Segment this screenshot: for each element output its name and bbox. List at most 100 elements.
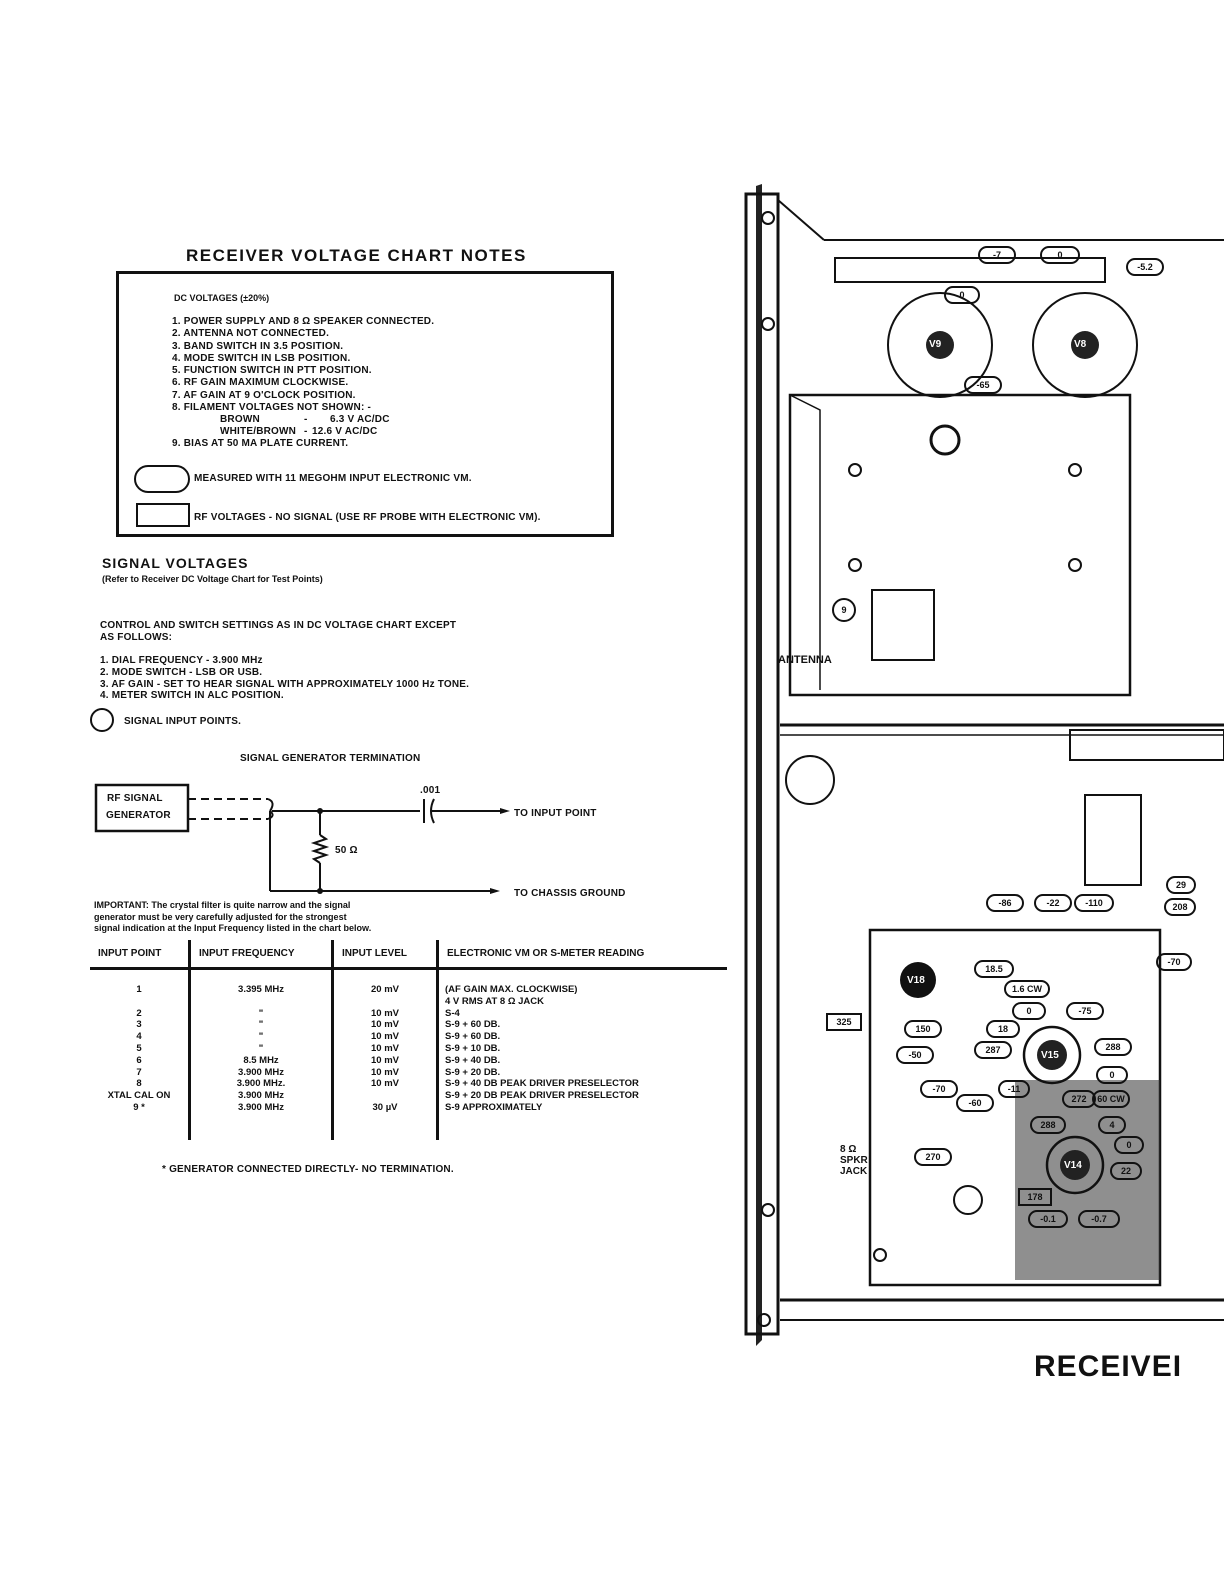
voltage-oval: -60 bbox=[956, 1094, 994, 1112]
generator-label-line1: RF SIGNAL bbox=[107, 793, 163, 804]
notes-box bbox=[116, 271, 614, 537]
voltage-oval: -110 bbox=[1074, 894, 1114, 912]
important-line: signal indication at the Input Frequency… bbox=[94, 923, 372, 933]
voltage-oval: -50 bbox=[896, 1046, 934, 1064]
voltage-oval: -0.1 bbox=[1028, 1210, 1068, 1228]
note-item: 2. ANTENNA NOT CONNECTED. bbox=[172, 328, 330, 340]
tube-socket-v8 bbox=[1032, 292, 1138, 398]
tube-label-v15: V15 bbox=[1041, 1050, 1059, 1061]
control-settings-intro: CONTROL AND SWITCH SETTINGS AS IN DC VOL… bbox=[100, 620, 456, 644]
note-item: 6. RF GAIN MAXIMUM CLOCKWISE. bbox=[172, 377, 349, 389]
voltage-oval: 272 bbox=[1062, 1090, 1096, 1108]
filament-value: 12.6 V AC/DC bbox=[312, 426, 378, 437]
notes-title: RECEIVER VOLTAGE CHART NOTES bbox=[186, 246, 527, 265]
filament-dash: - bbox=[304, 426, 308, 437]
capacitor-plate bbox=[430, 798, 435, 824]
resistor-value: 50 Ω bbox=[335, 845, 358, 856]
voltage-oval: 0 bbox=[944, 286, 980, 304]
voltage-oval: -70 bbox=[1156, 953, 1192, 971]
voltage-oval: -11 bbox=[998, 1080, 1030, 1098]
voltage-oval: 287 bbox=[974, 1041, 1012, 1059]
voltage-oval: -5.2 bbox=[1126, 258, 1164, 276]
tube-label-v14: V14 bbox=[1064, 1160, 1082, 1171]
setting-item: 3. AF GAIN - SET TO HEAR SIGNAL WITH APP… bbox=[100, 678, 470, 690]
note-item: 3. BAND SWITCH IN 3.5 POSITION. bbox=[172, 340, 344, 352]
legend-rect-symbol bbox=[136, 503, 190, 527]
tube-socket-v9 bbox=[887, 292, 993, 398]
note-item-9: 9. BIAS AT 50 MA PLATE CURRENT. bbox=[172, 438, 349, 449]
test-point-circle: 9 bbox=[832, 598, 856, 622]
control-line: CONTROL AND SWITCH SETTINGS AS IN DC VOL… bbox=[100, 620, 457, 631]
generator-label-line2: GENERATOR bbox=[106, 810, 171, 821]
voltage-oval: 0 bbox=[1040, 246, 1080, 264]
filament-value: 6.3 V AC/DC bbox=[330, 414, 390, 425]
voltage-oval: 29 bbox=[1166, 876, 1196, 894]
voltage-oval: -70 bbox=[920, 1080, 958, 1098]
table-header-row: INPUT POINT INPUT FREQUENCY INPUT LEVEL … bbox=[90, 940, 727, 970]
rf-voltage-box: 178 bbox=[1018, 1188, 1052, 1206]
dc-voltages-header: DC VOLTAGES (±20%) bbox=[174, 293, 270, 303]
signal-readings-table: INPUT POINT INPUT FREQUENCY INPUT LEVEL … bbox=[90, 940, 727, 1140]
voltage-oval: -86 bbox=[986, 894, 1024, 912]
legend-oval-symbol bbox=[134, 465, 190, 493]
filament-color: WHITE/BROWN bbox=[220, 426, 297, 437]
note-item: 8. FILAMENT VOLTAGES NOT SHOWN: - bbox=[172, 402, 371, 414]
signal-input-points-text: SIGNAL INPUT POINTS. bbox=[124, 716, 242, 727]
antenna-label: ANTENNA bbox=[778, 654, 832, 666]
voltage-oval: 288 bbox=[1030, 1116, 1066, 1134]
header-reading: ELECTRONIC VM OR S-METER READING bbox=[437, 940, 727, 970]
legend-oval-text: MEASURED WITH 11 MEGOHM INPUT ELECTRONIC… bbox=[194, 473, 472, 484]
setting-item: 2. MODE SWITCH - LSB OR USB. bbox=[100, 666, 263, 678]
voltage-oval: 150 bbox=[904, 1020, 942, 1038]
voltage-oval: 60 CW bbox=[1092, 1090, 1130, 1108]
voltage-oval: 0 bbox=[1114, 1136, 1144, 1154]
resistor bbox=[310, 834, 330, 864]
tube-label-v9: V9 bbox=[929, 339, 942, 350]
voltage-oval: 288 bbox=[1094, 1038, 1132, 1056]
control-line: AS FOLLOWS: bbox=[100, 632, 173, 643]
voltage-oval: -0.7 bbox=[1078, 1210, 1120, 1228]
tube-label-v8: V8 bbox=[1074, 339, 1087, 350]
voltage-oval: 18.5 bbox=[974, 960, 1014, 978]
header-input-level: INPUT LEVEL bbox=[332, 940, 439, 970]
voltage-oval: 18 bbox=[986, 1020, 1020, 1038]
voltage-oval: -75 bbox=[1066, 1002, 1104, 1020]
rf-voltage-box: 325 bbox=[826, 1013, 862, 1031]
generator-box bbox=[94, 783, 190, 833]
capacitor-value: .001 bbox=[420, 785, 441, 796]
legend-rect-text: RF VOLTAGES - NO SIGNAL (USE RF PROBE WI… bbox=[194, 512, 541, 523]
note-item: 4. MODE SWITCH IN LSB POSITION. bbox=[172, 352, 351, 364]
voltage-oval: 1.6 CW bbox=[1004, 980, 1050, 998]
table-footnote: * GENERATOR CONNECTED DIRECTLY- NO TERMI… bbox=[162, 1164, 454, 1175]
note-item: 1. POWER SUPPLY AND 8 Ω SPEAKER CONNECTE… bbox=[172, 316, 435, 327]
important-note: IMPORTANT: The crystal filter is quite n… bbox=[94, 900, 371, 935]
tube-label-v18: V18 bbox=[907, 975, 925, 986]
header-input-point: INPUT POINT bbox=[90, 940, 191, 970]
termination-title: SIGNAL GENERATOR TERMINATION bbox=[240, 753, 421, 764]
voltage-oval: 270 bbox=[914, 1148, 952, 1166]
important-line: IMPORTANT: The crystal filter is quite n… bbox=[94, 900, 351, 910]
signal-settings-list: 1. DIAL FREQUENCY - 3.900 MHz 2. MODE SW… bbox=[100, 655, 469, 702]
signal-input-circle-icon bbox=[90, 708, 114, 732]
signal-subtitle: (Refer to Receiver DC Voltage Chart for … bbox=[102, 574, 323, 584]
signal-voltages-title: SIGNAL VOLTAGES bbox=[102, 555, 249, 571]
voltage-oval: -65 bbox=[964, 376, 1002, 394]
voltage-oval: 0 bbox=[1096, 1066, 1128, 1084]
voltage-oval: -7 bbox=[978, 246, 1016, 264]
header-input-frequency: INPUT FREQUENCY bbox=[189, 940, 334, 970]
receiver-chassis-illustration bbox=[744, 184, 1224, 1346]
table-row: 4 V RMS AT 8 Ω JACK bbox=[90, 995, 727, 1008]
filament-color: BROWN bbox=[220, 414, 260, 425]
speaker-jack-label: 8 Ω SPKR JACK bbox=[840, 1144, 868, 1177]
filament-dash: - bbox=[304, 414, 308, 425]
